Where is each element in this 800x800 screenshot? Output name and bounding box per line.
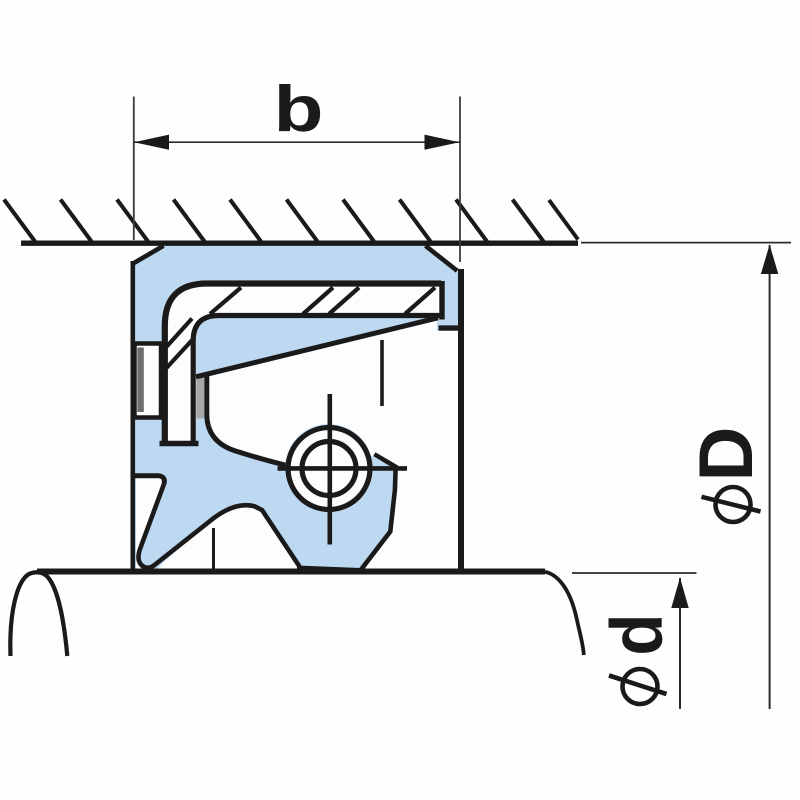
svg-text:D: D [684,427,769,482]
svg-text:b: b [274,72,324,145]
svg-text:d: d [597,613,678,655]
